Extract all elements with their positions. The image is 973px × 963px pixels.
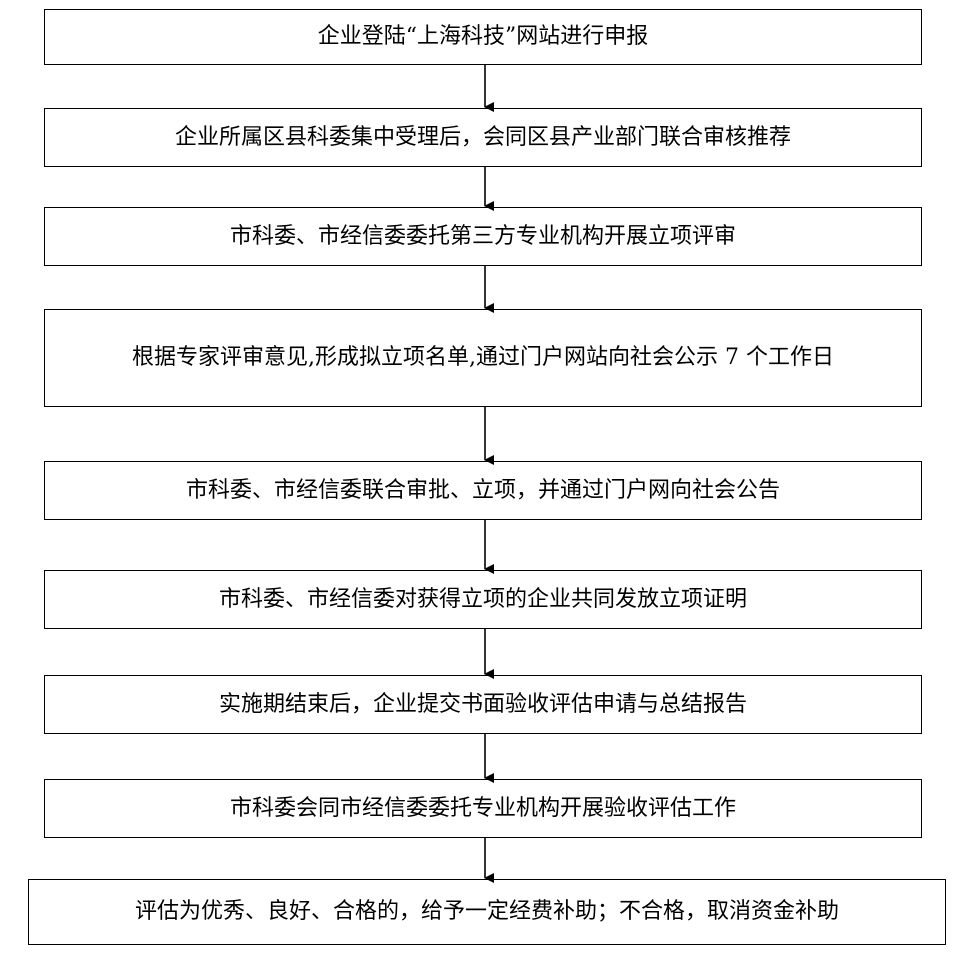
step-3-text: 市科委、市经信委委托第三方专业机构开展立项评审 [229,223,736,249]
step-7-box: 实施期结束后，企业提交书面验收评估申请与总结报告 [44,675,922,734]
step-9-text: 评估为优秀、良好、合格的，给予一定经费补助；不合格，取消资金补助 [134,899,839,925]
step-6-text: 市科委、市经信委对获得立项的企业共同发放立项证明 [218,586,747,612]
step-3-box: 市科委、市经信委委托第三方专业机构开展立项评审 [44,207,922,266]
step-5-text: 市科委、市经信委联合审批、立项，并通过门户网向社会公告 [185,477,780,503]
step-6-box: 市科委、市经信委对获得立项的企业共同发放立项证明 [44,570,922,629]
step-7-text: 实施期结束后，企业提交书面验收评估申请与总结报告 [218,691,747,717]
step-8-box: 市科委会同市经信委委托专业机构开展验收评估工作 [44,779,922,838]
step-4-text: 根据专家评审意见,形成拟立项名单,通过门户网站向社会公示 7 个工作日 [132,345,834,371]
step-2-box: 企业所属区县科委集中受理后，会同区县产业部门联合审核推荐 [44,108,922,167]
step-8-text: 市科委会同市经信委委托专业机构开展验收评估工作 [229,795,736,821]
step-9-box: 评估为优秀、良好、合格的，给予一定经费补助；不合格，取消资金补助 [28,879,946,945]
step-1-box: 企业登陆“上海科技”网站进行申报 [44,9,922,65]
step-5-box: 市科委、市经信委联合审批、立项，并通过门户网向社会公告 [44,461,922,520]
step-1-text: 企业登陆“上海科技”网站进行申报 [317,24,649,50]
step-4-box: 根据专家评审意见,形成拟立项名单,通过门户网站向社会公示 7 个工作日 [44,309,922,407]
step-2-text: 企业所属区县科委集中受理后，会同区县产业部门联合审核推荐 [174,124,791,150]
